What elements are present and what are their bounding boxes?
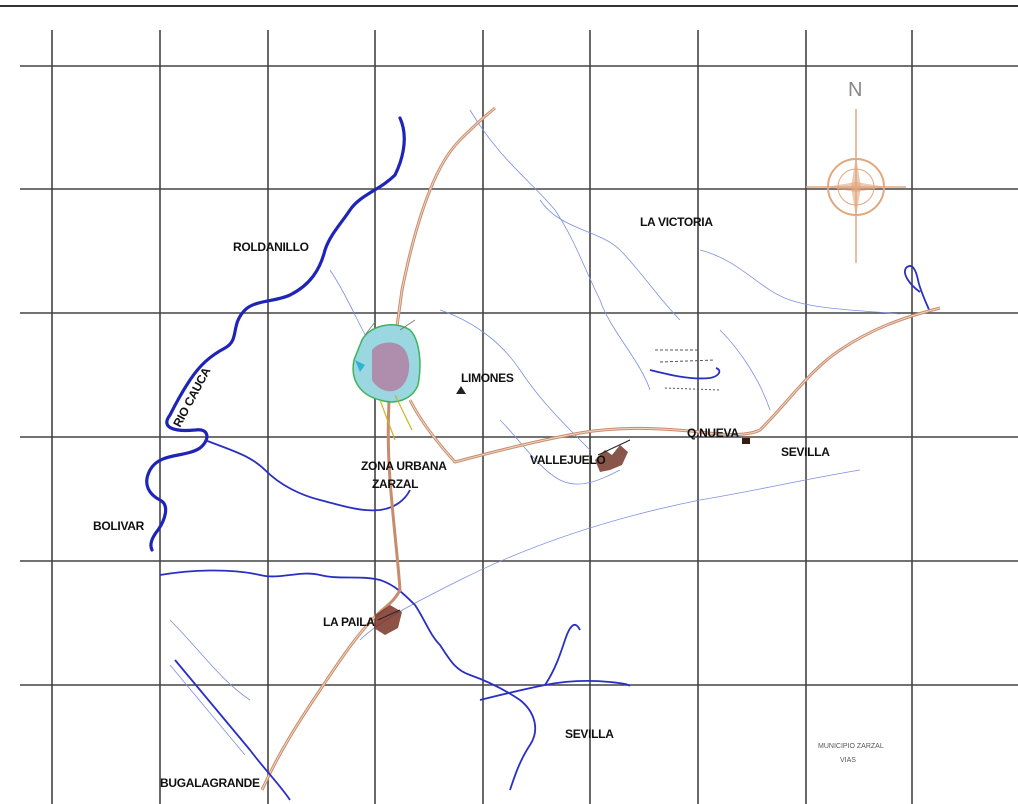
label-rio-cauca: RIO CAUCA <box>170 365 213 430</box>
label-limones: LIMONES <box>461 371 514 385</box>
label-sevilla-east: SEVILLA <box>781 445 830 459</box>
la-paila-settlement <box>374 605 402 635</box>
label-quebradanueva: Q.NUEVA <box>687 426 739 440</box>
footer-vias: VIAS <box>840 757 856 764</box>
label-zona-urbana: ZONA URBANA <box>361 459 447 473</box>
sevilla-marker <box>742 438 750 444</box>
limones-marker <box>456 386 466 394</box>
river-bolivar-tributary <box>204 439 411 512</box>
river-la-paila <box>159 569 537 791</box>
grid-lines <box>20 30 1018 804</box>
label-sevilla-south: SEVILLA <box>565 727 614 741</box>
streams <box>169 109 901 701</box>
rio-cauca-river <box>145 116 406 552</box>
label-zarzal: ZARZAL <box>372 477 418 491</box>
label-la-victoria: LA VICTORIA <box>640 215 713 229</box>
vallejuelo-settlement <box>595 439 631 472</box>
label-bugalagrande: BUGALAGRANDE <box>160 776 260 790</box>
zarzal-urban-zone <box>352 319 421 441</box>
river-bugalagrande <box>174 659 291 801</box>
label-bolivar: BOLIVAR <box>93 519 145 533</box>
north-label: N <box>848 79 862 101</box>
label-la-paila: LA PAILA <box>323 615 375 629</box>
victoria-settlement <box>655 349 721 391</box>
road-network <box>260 106 941 791</box>
footer-municipio: MUNICIPIO ZARZAL <box>818 743 884 750</box>
label-vallejuelo: VALLEJUELO <box>530 453 605 467</box>
compass-rose-icon <box>806 109 906 263</box>
label-roldanillo: ROLDANILLO <box>233 240 309 254</box>
river-east <box>904 265 931 313</box>
